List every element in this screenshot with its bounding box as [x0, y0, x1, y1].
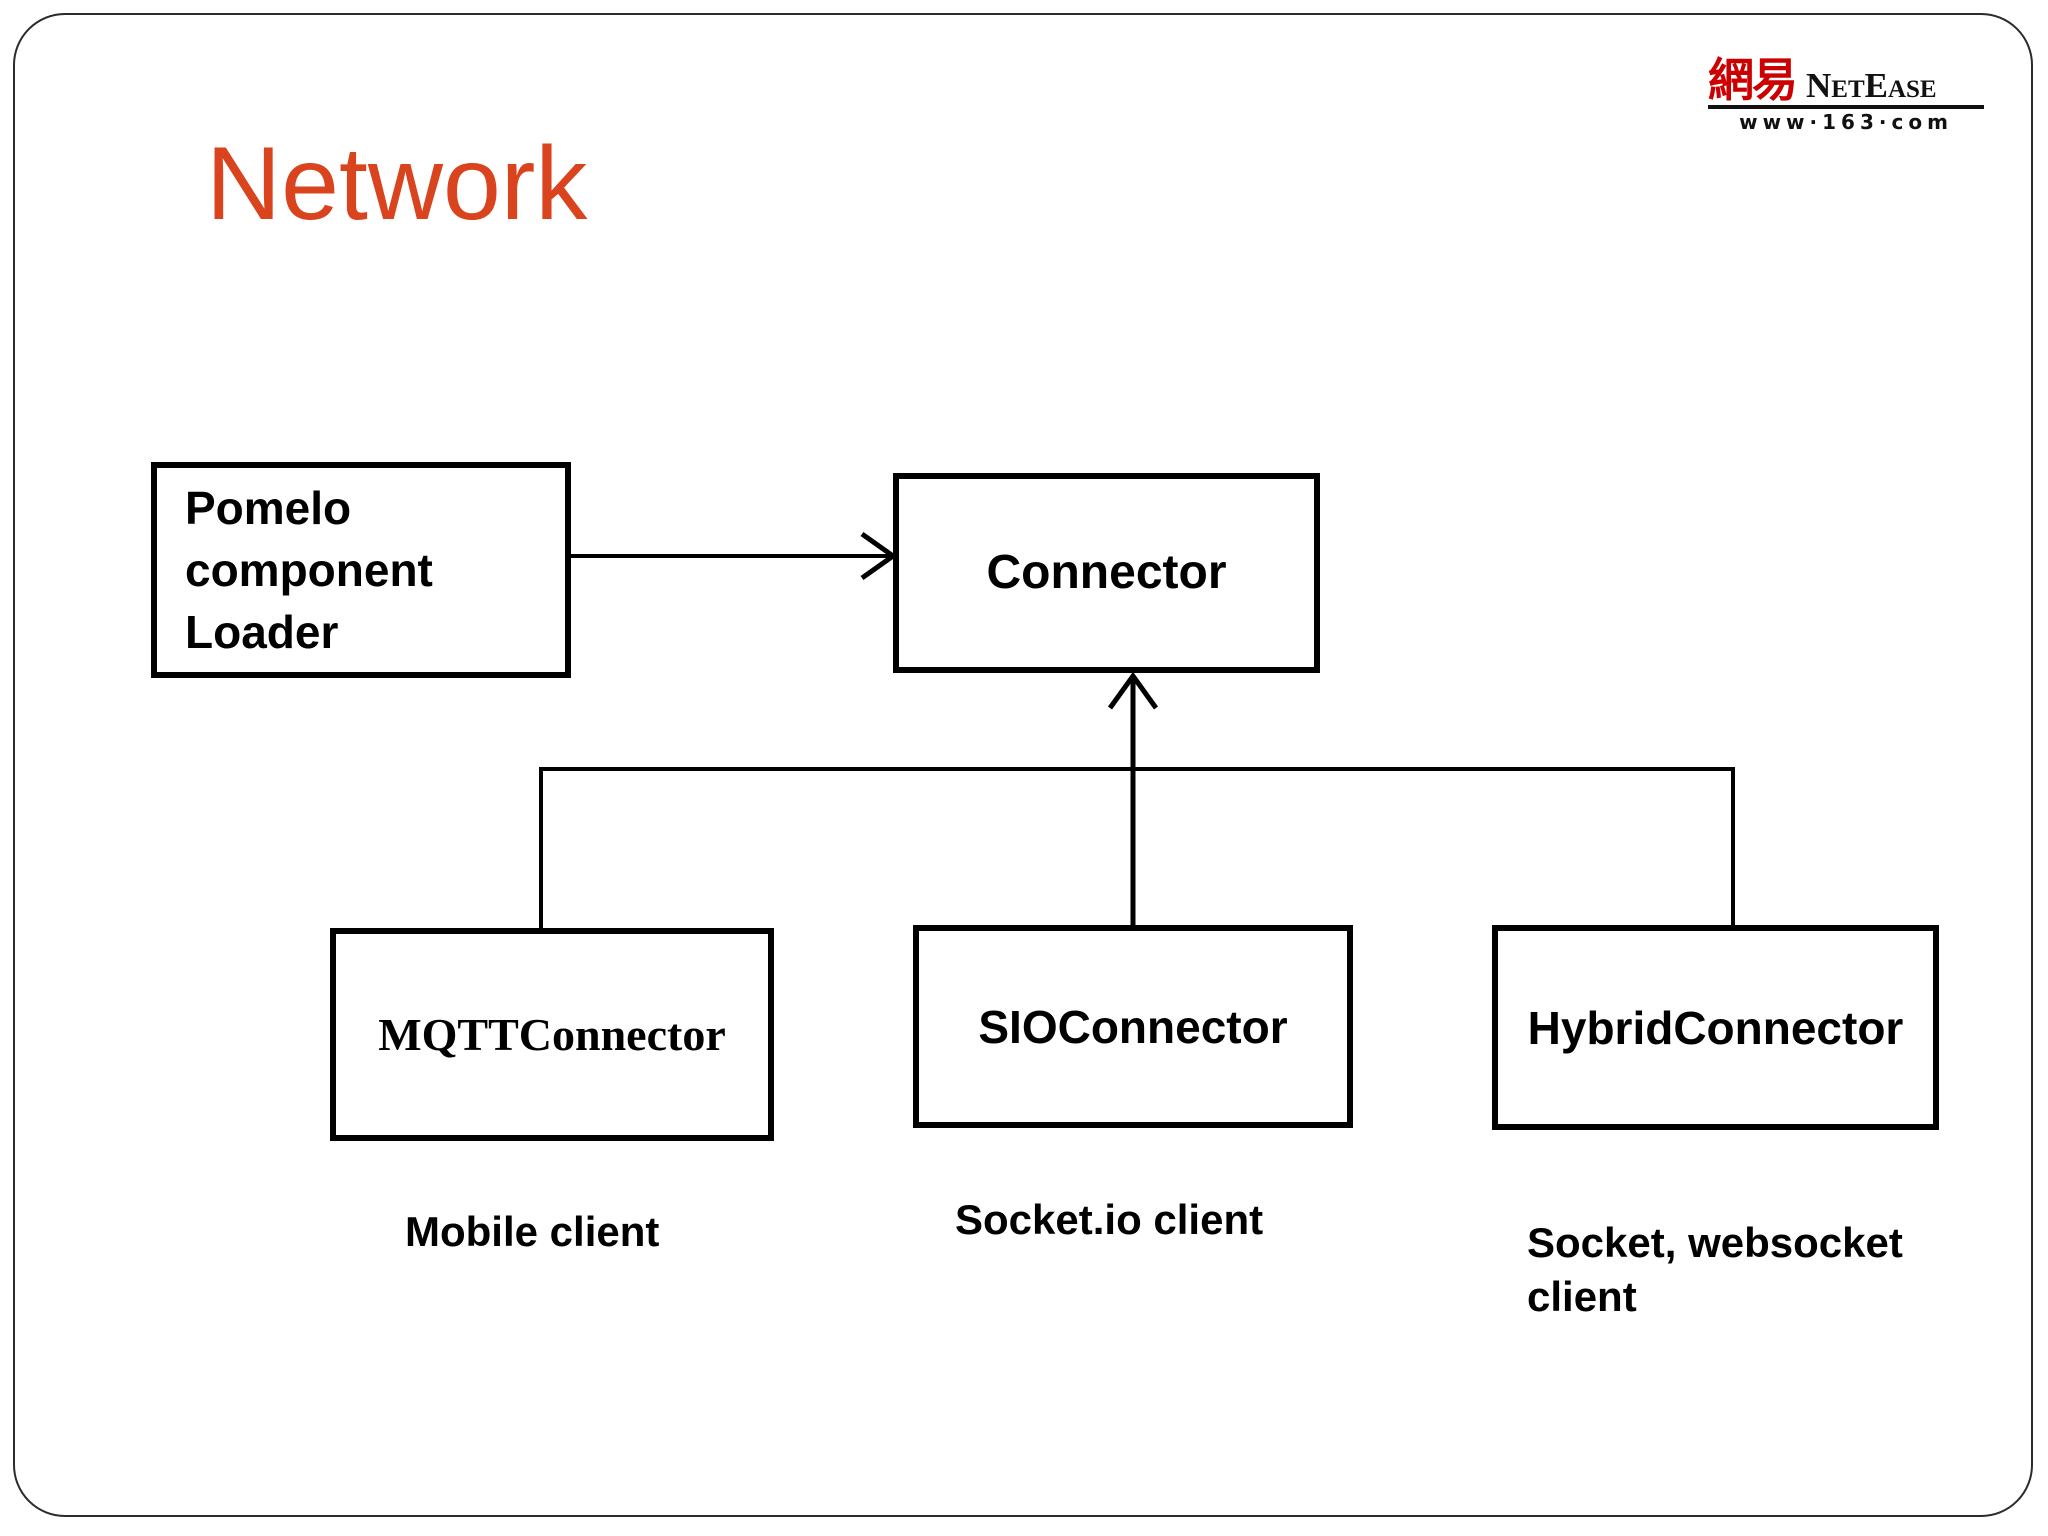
page-title: Network [206, 126, 588, 242]
netease-chinese-characters: 網易 [1708, 53, 1798, 107]
node-mqtt-connector[interactable]: MQTTConnector [330, 928, 774, 1141]
edge-sio-to-connector [1107, 671, 1159, 925]
netease-url-text: www·163·com [1739, 110, 1953, 134]
netease-logo: 網易 NetEase www·163·com [1708, 46, 1984, 138]
node-label: HybridConnector [1527, 1001, 1904, 1054]
edge-pomelo-to-connector [571, 531, 898, 581]
node-label: Pomelo component Loader [185, 482, 433, 658]
node-label: MQTTConnector [378, 1008, 726, 1060]
caption-mobile-client: Mobile client [405, 1208, 660, 1255]
caption-socketio-client: Socket.io client [955, 1196, 1264, 1243]
node-pomelo-component-loader[interactable]: Pomelo component Loader [151, 462, 571, 678]
logo-wordmark-row: 網易 NetEase [1708, 46, 1984, 104]
node-label: Connector [986, 546, 1227, 599]
node-hybrid-connector[interactable]: HybridConnector [1492, 925, 1939, 1130]
logo-divider [1708, 105, 1984, 109]
caption-websocket-client: Socket, websocket client [1527, 1219, 1903, 1320]
node-label: SIOConnector [978, 1000, 1288, 1053]
node-connector[interactable]: Connector [893, 473, 1320, 673]
edge-bus-to-subconnectors [539, 767, 1735, 928]
netease-english-wordmark: NetEase [1806, 66, 1937, 105]
node-sio-connector[interactable]: SIOConnector [913, 925, 1353, 1128]
